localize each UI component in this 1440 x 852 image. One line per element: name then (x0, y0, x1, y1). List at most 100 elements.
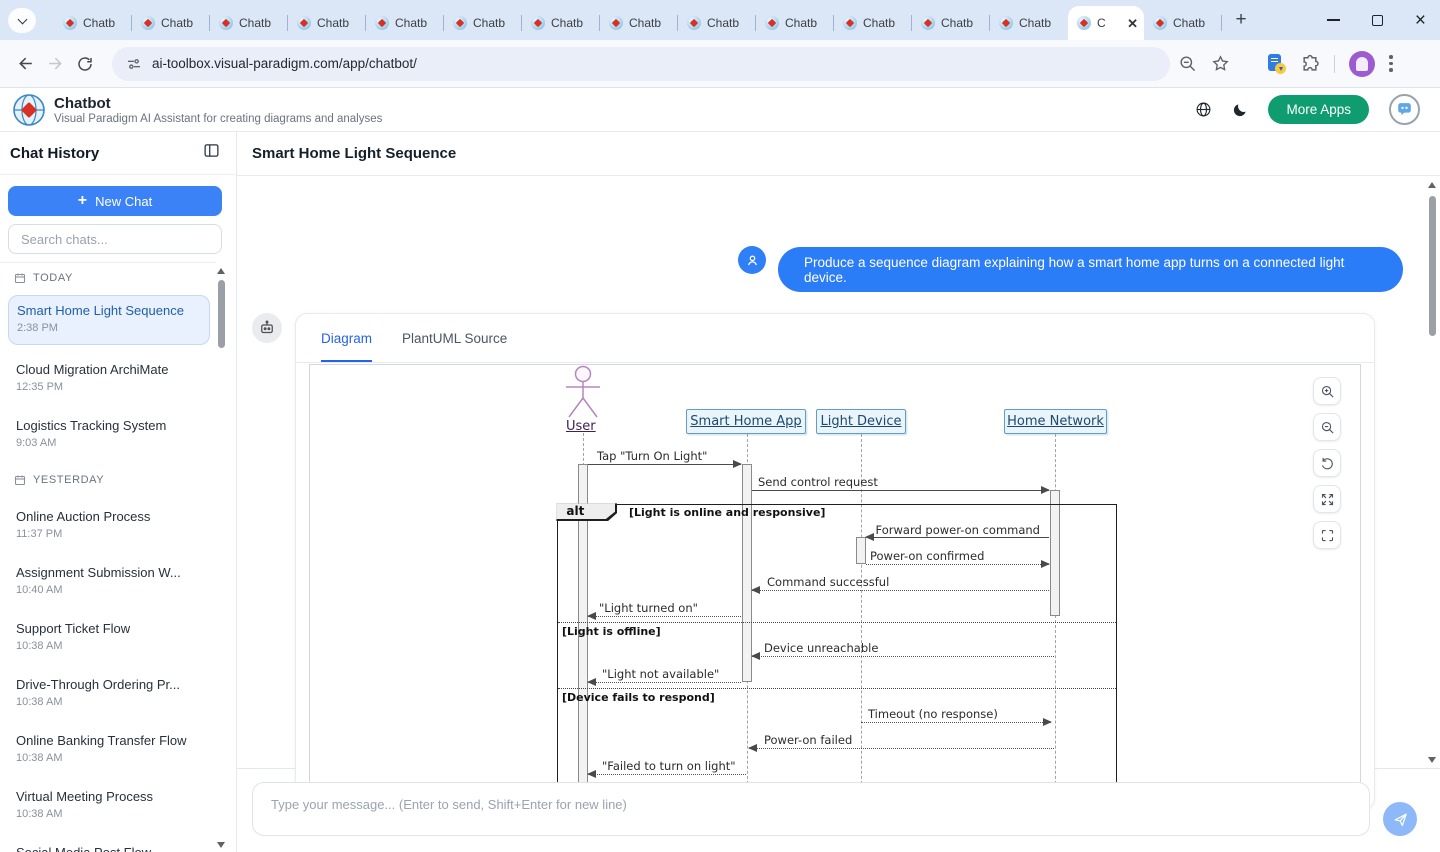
lifeline-home-network (1054, 434, 1056, 807)
new-tab-button[interactable]: + (1235, 9, 1247, 30)
message-label: Command successful (767, 575, 890, 589)
chat-item-selected[interactable]: Smart Home Light Sequence 2:38 PM (8, 295, 210, 345)
collapse-sidebar-button[interactable] (203, 142, 220, 164)
plus-icon: + (77, 192, 88, 209)
robot-icon (261, 320, 273, 334)
participant-light-device: Light Device (816, 409, 906, 434)
sidebar-title: Chat History (10, 144, 100, 162)
visual-paradigm-favicon (531, 16, 545, 30)
alt-fragment-header: alt (556, 503, 618, 522)
scrollbar-thumb[interactable] (1429, 196, 1436, 336)
chat-area: Produce a sequence diagram explaining ho… (237, 177, 1440, 810)
expand-button[interactable] (1313, 485, 1341, 513)
chat-scrollbar[interactable] (1428, 180, 1437, 765)
message-label: Power-on confirmed (870, 549, 985, 563)
fullscreen-button[interactable] (1313, 521, 1341, 549)
tab-diagram[interactable]: Diagram (321, 331, 373, 362)
message-arrow (588, 459, 742, 468)
dark-mode-moon-icon[interactable] (1232, 102, 1248, 118)
chat-item[interactable]: Cloud Migration ArchiMate 12:35 PM (16, 362, 169, 393)
tab-separator (287, 15, 288, 31)
browser-tab[interactable]: Chatb (912, 6, 990, 40)
message-label: Power-on failed (764, 733, 853, 747)
window-maximize-button[interactable] (1371, 14, 1383, 26)
browser-tab[interactable]: Chatb (444, 6, 522, 40)
browser-tab[interactable]: Chatb (366, 6, 444, 40)
chat-item[interactable]: Online Banking Transfer Flow 10:38 AM (16, 733, 187, 764)
chat-item[interactable]: Support Ticket Flow 10:38 AM (16, 621, 131, 652)
reset-view-button[interactable] (1313, 449, 1341, 477)
back-button[interactable] (10, 49, 40, 79)
browser-tab[interactable]: Chatb (834, 6, 912, 40)
activation-home-network (1049, 490, 1060, 616)
chat-item[interactable]: Assignment Submission W... 10:40 AM (16, 565, 181, 596)
browser-tab[interactable]: Chatb (990, 6, 1068, 40)
diagram-viewport[interactable]: User Smart Home App Light Device Home Ne… (309, 364, 1361, 808)
scroll-down-arrow[interactable] (217, 842, 225, 848)
chat-item[interactable]: Virtual Meeting Process 10:38 AM (16, 789, 154, 820)
browser-profile-avatar[interactable] (1349, 50, 1375, 77)
browser-tab[interactable]: Chatb (132, 6, 210, 40)
browser-tab[interactable]: Chatb (54, 6, 132, 40)
address-bar[interactable]: ai-toolbox.visual-paradigm.com/app/chatb… (112, 46, 1170, 81)
tab-search-chevron-button[interactable] (8, 8, 36, 33)
bookmark-star-icon[interactable] (1211, 54, 1230, 73)
message-arrow (748, 743, 1054, 752)
browser-tab-active[interactable]: C✕ (1068, 6, 1144, 40)
new-chat-button[interactable]: + New Chat (8, 186, 222, 216)
search-chats-input[interactable] (8, 224, 222, 254)
tab-close-icon[interactable]: ✕ (1127, 15, 1138, 31)
browser-tab[interactable]: Chatb (756, 6, 834, 40)
alt-divider (558, 622, 1116, 623)
zoom-out-icon (1321, 421, 1334, 434)
calendar-icon (14, 475, 26, 486)
expand-arrows-icon (1321, 493, 1333, 505)
tab-plantuml-source[interactable]: PlantUML Source (402, 331, 508, 346)
more-apps-button[interactable]: More Apps (1268, 95, 1369, 124)
site-settings-icon[interactable] (126, 56, 142, 72)
send-button[interactable] (1383, 802, 1417, 836)
message-arrow (587, 611, 741, 620)
browser-tab[interactable]: Chatb (522, 6, 600, 40)
chat-item[interactable]: Social Media Post Flow (8, 844, 210, 852)
scroll-up-arrow[interactable] (1428, 182, 1436, 188)
tab-separator (521, 15, 522, 31)
browser-tab[interactable]: Chatb (288, 6, 366, 40)
message-label: "Light not available" (602, 667, 720, 681)
scrollbar-thumb[interactable] (218, 280, 225, 348)
chevron-down-icon (17, 14, 27, 24)
alt-guard-online: [Light is online and responsive] (629, 506, 826, 519)
chatbot-assistant-icon[interactable] (1389, 94, 1420, 125)
chat-item[interactable]: Drive-Through Ordering Pr... 10:38 AM (16, 677, 181, 708)
sidebar-scrollbar[interactable] (217, 266, 226, 852)
language-globe-icon[interactable] (1195, 101, 1212, 118)
scroll-up-arrow[interactable] (217, 268, 225, 274)
message-label: Device unreachable (764, 641, 879, 655)
chat-item[interactable]: Online Auction Process 11:37 PM (16, 509, 151, 540)
actor-user-label: User (566, 419, 596, 434)
reload-button[interactable] (70, 49, 100, 79)
alt-guard-offline: [Light is offline] (562, 625, 661, 638)
browser-tab[interactable]: Chatb (1144, 6, 1222, 40)
browser-tab[interactable]: Chatb (600, 6, 678, 40)
message-input[interactable] (252, 782, 1370, 836)
scroll-down-arrow[interactable] (1428, 757, 1436, 763)
browser-tab[interactable]: Chatb (210, 6, 288, 40)
visual-paradigm-favicon (1077, 16, 1091, 30)
window-minimize-button[interactable] (1326, 19, 1340, 21)
zoom-out-button[interactable] (1313, 413, 1341, 441)
zoom-in-button[interactable] (1313, 377, 1341, 405)
reading-extension-icon[interactable] (1266, 53, 1286, 74)
browser-menu-icon[interactable] (1389, 55, 1393, 72)
zoom-out-page-icon[interactable] (1178, 54, 1197, 73)
browser-tab[interactable]: Chatb (678, 6, 756, 40)
message-arrow (751, 651, 1054, 660)
tab-separator (365, 15, 366, 31)
extensions-puzzle-icon[interactable] (1300, 54, 1320, 74)
actor-user-figure (566, 365, 600, 418)
window-close-button[interactable]: × (1414, 9, 1426, 31)
forward-button[interactable] (40, 49, 70, 79)
visual-paradigm-logo (12, 93, 46, 127)
chat-item[interactable]: Logistics Tracking System 9:03 AM (16, 418, 167, 449)
message-arrow (861, 717, 1052, 726)
